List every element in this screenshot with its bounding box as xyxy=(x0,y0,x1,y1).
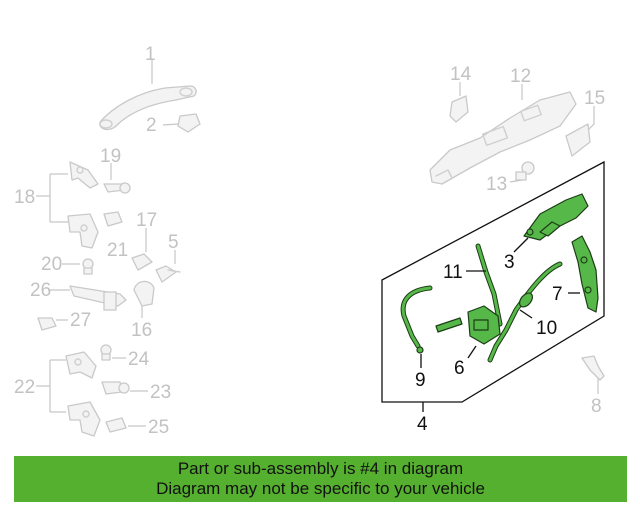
cover-16-part xyxy=(133,280,155,307)
bolt-17-part xyxy=(131,253,153,271)
hinge-22-part xyxy=(65,351,101,437)
bolt-13-part xyxy=(515,161,535,181)
rod-11-part xyxy=(475,243,503,327)
bolt-21-part xyxy=(103,211,123,227)
callout-19: 19 xyxy=(100,146,121,167)
callout-2: 2 xyxy=(146,115,157,136)
bolt-19-part xyxy=(103,182,131,194)
callout-25: 25 xyxy=(148,417,169,438)
screw-5-part xyxy=(155,265,181,283)
exploded-parts-diagram: 1 2 19 18 17 21 5 20 26 16 27 24 22 23 2… xyxy=(14,44,605,438)
callout-21: 21 xyxy=(107,240,128,261)
reinforcement-12-part xyxy=(429,91,577,185)
nut-20-part xyxy=(82,258,94,275)
callout-26: 26 xyxy=(30,280,51,301)
assembly-4-boundary xyxy=(381,160,605,403)
striker-plate-7-part xyxy=(571,235,599,313)
callout-17: 17 xyxy=(136,210,157,231)
callout-13: 13 xyxy=(486,174,507,195)
bracket-18-part xyxy=(67,161,99,249)
callout-22: 22 xyxy=(14,377,35,398)
handle-cap-part xyxy=(177,113,201,133)
latch-bracket-3-part xyxy=(523,193,589,241)
cable-10-part xyxy=(487,261,563,363)
bolt-27-part xyxy=(37,317,57,331)
callout-1: 1 xyxy=(145,44,156,65)
callout-9: 9 xyxy=(415,370,426,391)
callout-3: 3 xyxy=(504,252,515,273)
bolt-23-part xyxy=(101,381,130,395)
callout-6: 6 xyxy=(454,358,465,379)
clip-14-part xyxy=(449,95,469,123)
banner-line-1: Part or sub-assembly is #4 in diagram xyxy=(177,459,464,478)
door-latch-6-part xyxy=(467,305,501,345)
check-arm-26-part xyxy=(69,285,127,311)
callout-24: 24 xyxy=(128,349,150,370)
callout-7: 7 xyxy=(552,284,563,305)
callout-14: 14 xyxy=(450,64,472,85)
outside-handle-part xyxy=(99,85,197,131)
banner-line-2: Diagram may not be specific to your vehi… xyxy=(156,479,485,498)
nut-24-part xyxy=(100,344,112,361)
info-banner: Part or sub-assembly is #4 in diagram Di… xyxy=(14,456,627,502)
callout-16: 16 xyxy=(131,320,152,341)
callout-5: 5 xyxy=(168,232,179,253)
callout-27: 27 xyxy=(70,310,91,331)
bolt-8-part xyxy=(581,355,605,381)
callout-10: 10 xyxy=(536,318,557,339)
callout-12: 12 xyxy=(510,66,531,87)
bolt-25-part xyxy=(105,417,127,433)
callout-15: 15 xyxy=(584,88,605,109)
callout-20: 20 xyxy=(41,254,62,275)
callout-4: 4 xyxy=(417,414,428,435)
shield-15-part xyxy=(565,123,591,157)
latch-bolt-part xyxy=(435,317,463,333)
callout-11: 11 xyxy=(443,262,463,283)
callout-8: 8 xyxy=(591,396,602,417)
callout-23: 23 xyxy=(150,382,171,403)
cable-9-part xyxy=(400,285,433,354)
callout-18: 18 xyxy=(14,187,35,208)
